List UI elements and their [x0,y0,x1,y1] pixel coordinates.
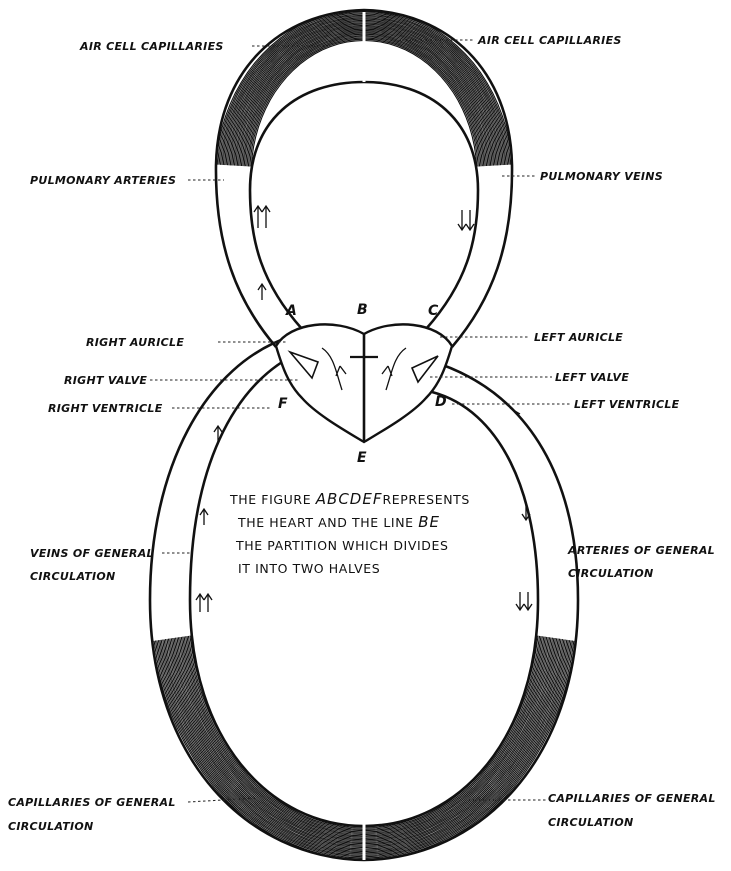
heart-letter-a: A [285,303,297,319]
heart-letter-c: C [428,303,439,319]
flow-arrow-down [524,592,532,610]
label-air-cell-capillaries-left: AIR CELL CAPILLARIES [79,40,224,53]
heart [276,324,452,442]
pulmonary-loop [216,9,512,347]
label-right-auricle: RIGHT AURICLE [86,336,184,349]
caption-line-1: THE FIGURE ABCDEFREPRESENTS [229,490,470,508]
label-right-valve: RIGHT VALVE [64,374,147,387]
heart-letter-b: B [357,302,368,318]
flow-arrow-up [262,206,270,228]
label-capillaries-general-left-2: CIRCULATION [8,820,94,833]
flow-arrow-up [258,284,266,300]
heart-letter-e: E [357,450,367,466]
label-right-ventricle: RIGHT VENTRICLE [48,402,163,415]
label-pulmonary-arteries: PULMONARY ARTERIES [30,174,176,187]
label-veins-general-2: CIRCULATION [30,570,116,583]
flow-arrow-up [200,509,208,525]
flow-arrow-down [516,592,524,610]
label-left-ventricle: LEFT VENTRICLE [574,398,680,411]
label-arteries-general-1: ARTERIES OF GENERAL [567,544,715,557]
flow-arrow-up [254,206,262,228]
label-left-valve: LEFT VALVE [555,371,629,384]
label-left-auricle: LEFT AURICLE [534,331,623,344]
caption-line-3: THE PARTITION WHICH DIVIDES [235,538,449,553]
caption-line-2-letters: BE [418,513,440,531]
heart-letter-d: D [435,394,447,410]
flow-arrow-down [466,210,474,230]
label-capillaries-general-left-1: CAPILLARIES OF GENERAL [8,796,176,809]
caption-line-1-post: REPRESENTS [382,492,469,507]
caption-line-2: THE HEART AND THE LINE BE [237,513,440,531]
label-capillaries-general-right-1: CAPILLARIES OF GENERAL [548,792,716,805]
pulmonary-loop-inner-wall [250,82,478,329]
caption-line-2-pre: THE HEART AND THE LINE [237,515,414,530]
flow-arrow-up [196,594,204,612]
label-capillaries-general-right-2: CIRCULATION [548,816,634,829]
caption-line-1-letters: ABCDEF [315,490,383,508]
flow-arrow-up [204,594,212,612]
label-arteries-general-2: CIRCULATION [568,567,654,580]
label-veins-general-1: VEINS OF GENERAL [30,547,154,560]
figure-caption: THE FIGURE ABCDEFREPRESENTS THE HEART AN… [229,490,470,576]
caption-line-1-pre: THE FIGURE [229,492,311,507]
flow-arrow-down [458,210,466,230]
heart-letter-f: F [278,396,288,412]
label-pulmonary-veins: PULMONARY VEINS [540,170,663,183]
label-air-cell-capillaries-right: AIR CELL CAPILLARIES [477,34,622,47]
caption-line-4: IT INTO TWO HALVES [238,561,380,576]
